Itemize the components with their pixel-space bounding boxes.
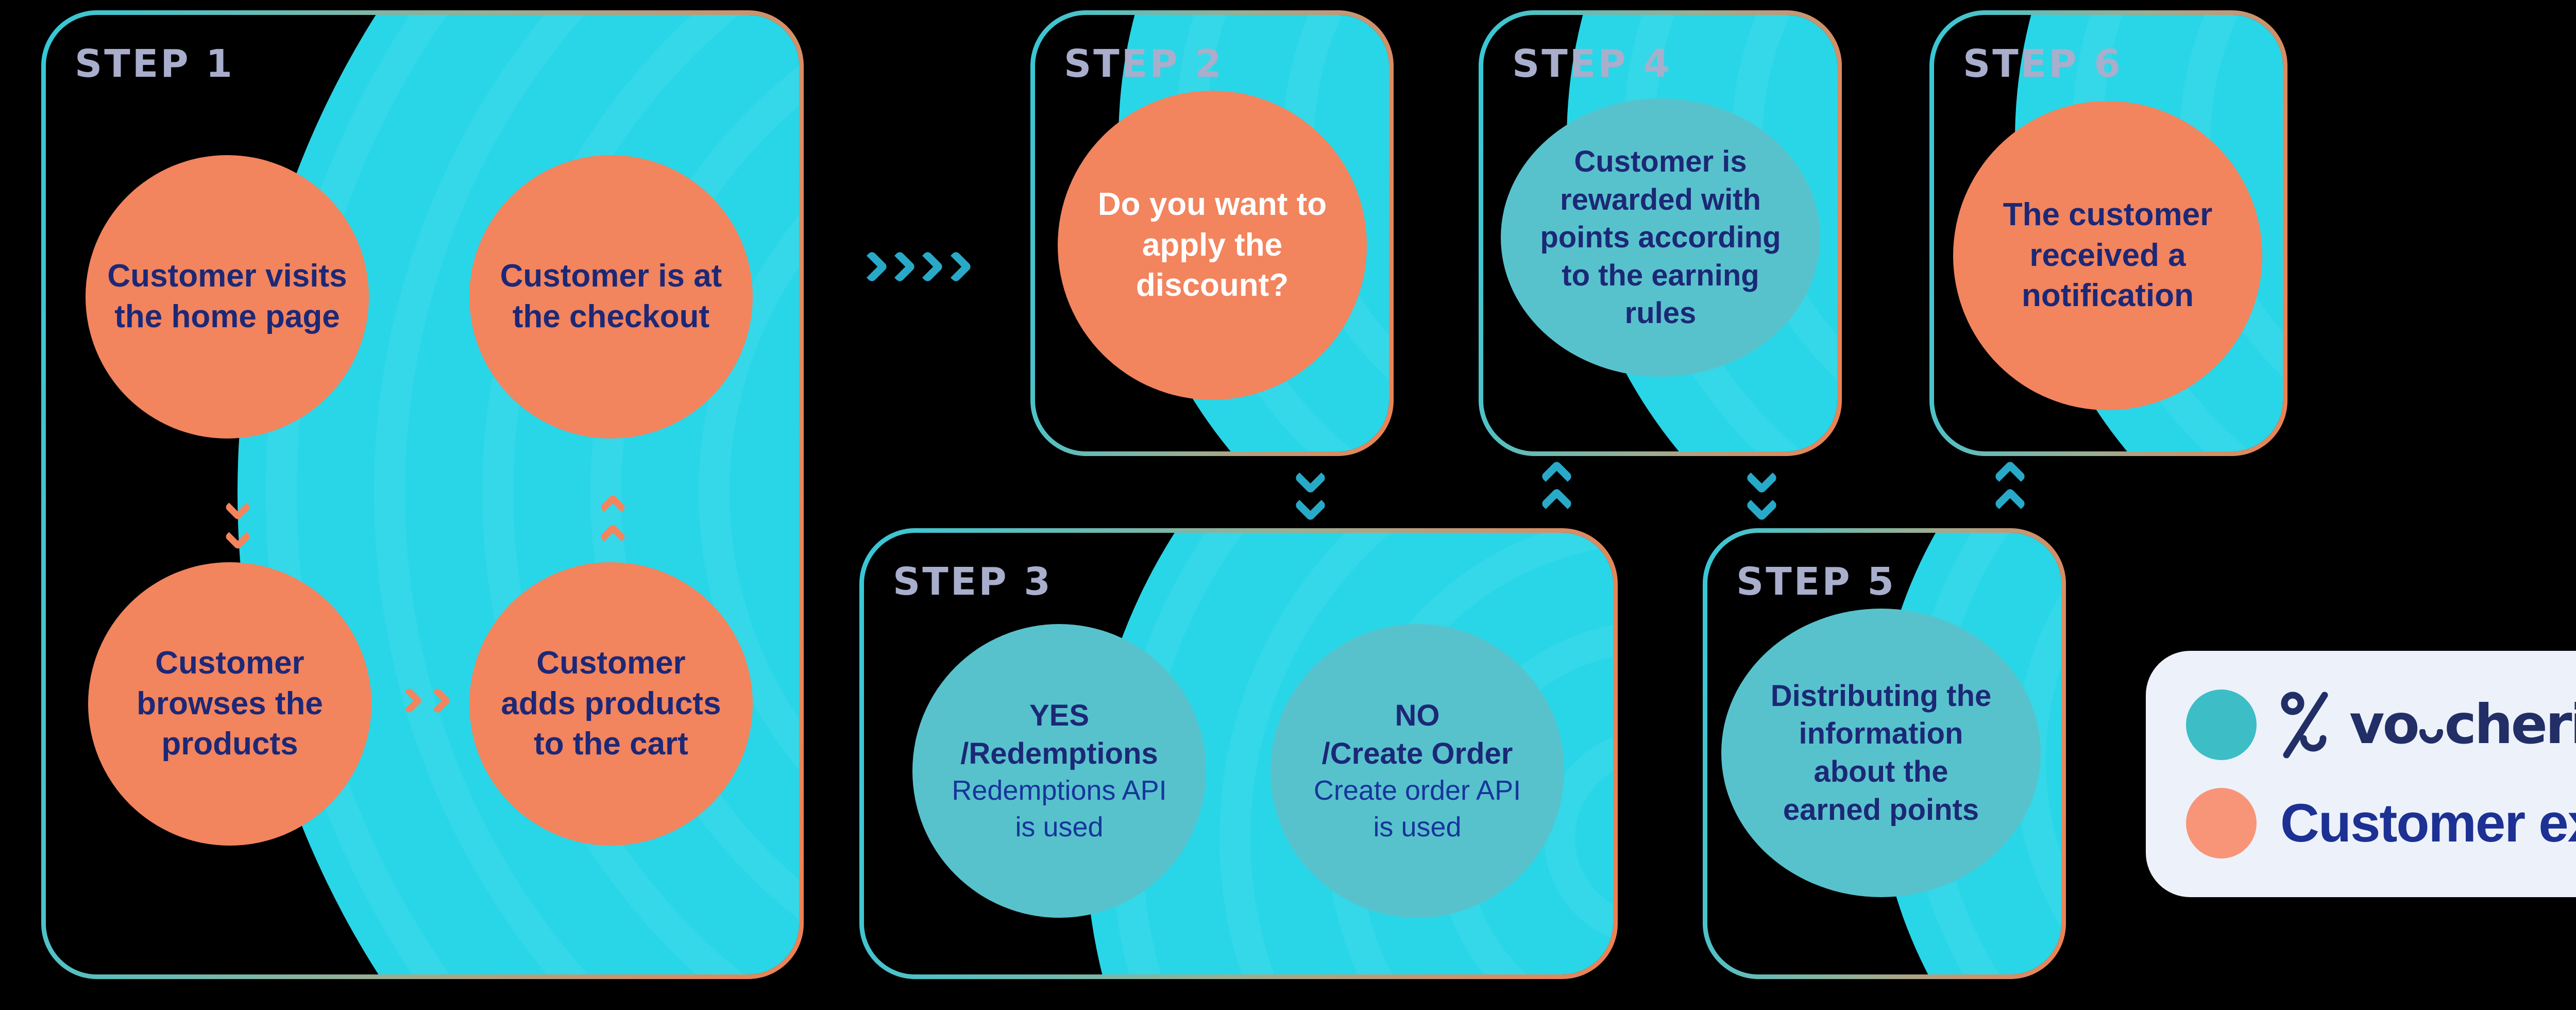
legend-card: vo cherify Customer experience xyxy=(2146,651,2576,897)
step-1-label: STEP 1 xyxy=(75,42,234,86)
step-2-label: STEP 2 xyxy=(1064,42,1224,86)
smile-u-icon xyxy=(2419,729,2443,744)
chevron-right-icon xyxy=(939,250,973,283)
chevron-up-icon xyxy=(1540,460,1573,493)
step-5-label: STEP 5 xyxy=(1736,560,1896,604)
chevron-down-icon xyxy=(1745,489,1778,522)
chevron-up-icon xyxy=(1540,487,1573,520)
legend-row-voucherify: vo cherify xyxy=(2186,689,2576,760)
wordmark-suffix: cherify xyxy=(2444,693,2576,756)
step-4-label: STEP 4 xyxy=(1512,42,1672,86)
chevron-right-icon xyxy=(883,250,917,283)
chevron-down-icon xyxy=(1745,461,1778,495)
legend-label-customer-experience: Customer experience xyxy=(2280,793,2576,853)
chevron-up-icon xyxy=(1993,487,2027,520)
step-6-label: STEP 6 xyxy=(1963,42,2123,86)
legend-marker-customer-experience xyxy=(2186,788,2257,858)
legend-marker-voucherify xyxy=(2186,689,2257,760)
step-3-label: STEP 3 xyxy=(893,560,1053,604)
wordmark-prefix: vo xyxy=(2349,693,2420,756)
circle-text-bold: NO/Create Order xyxy=(1321,699,1513,770)
voucherify-wordmark: vo cherify xyxy=(2349,698,2576,752)
cyan-blob xyxy=(238,15,799,974)
chevron-right-icon xyxy=(855,250,889,283)
voucherify-logo: vo cherify xyxy=(2280,691,2576,759)
chevron-right-icon xyxy=(911,250,944,283)
percent-icon xyxy=(2281,692,2328,758)
chevron-up-icon xyxy=(1993,460,2027,493)
legend-row-customer-experience: Customer experience xyxy=(2186,788,2576,858)
circle-text-bold: YES/Redemptions xyxy=(960,699,1158,770)
chevron-down-icon xyxy=(1294,489,1327,522)
chevron-down-icon xyxy=(1294,461,1327,495)
